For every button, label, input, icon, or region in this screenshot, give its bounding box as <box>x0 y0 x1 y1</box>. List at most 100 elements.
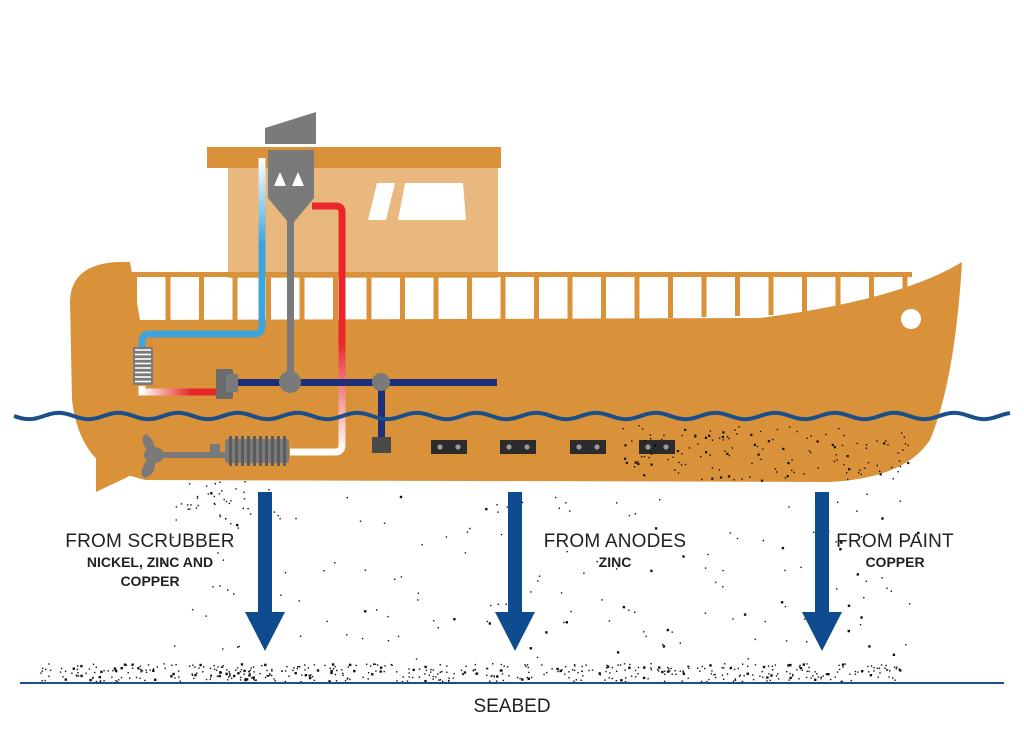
particle <box>854 673 857 675</box>
particle <box>59 671 62 673</box>
particle <box>850 679 852 682</box>
particle <box>615 670 618 672</box>
scrubber-down-arrow <box>245 492 285 651</box>
particle <box>228 502 230 505</box>
window-right <box>398 183 466 220</box>
particle <box>847 629 850 633</box>
particle <box>892 478 894 480</box>
particle <box>848 468 851 471</box>
particle <box>899 465 901 468</box>
particle <box>179 680 181 682</box>
discharge-arrows <box>245 492 842 651</box>
particle <box>800 566 802 569</box>
particle <box>894 679 896 681</box>
cooler-fin <box>271 436 274 466</box>
particle <box>836 501 839 503</box>
particle <box>635 676 637 678</box>
particle <box>608 677 610 679</box>
particle <box>112 670 114 672</box>
particle <box>254 679 256 681</box>
particle <box>425 669 428 671</box>
particle <box>175 519 177 521</box>
particle <box>139 665 141 667</box>
particle <box>711 439 714 441</box>
particle <box>747 665 749 668</box>
particle <box>835 541 837 543</box>
particle <box>249 672 251 675</box>
particle <box>41 680 43 682</box>
heat-exchanger <box>133 347 153 385</box>
particle <box>637 673 639 675</box>
particle <box>865 580 868 582</box>
particle <box>189 508 191 510</box>
particle <box>721 435 724 439</box>
particle <box>374 663 377 665</box>
particle <box>244 481 246 483</box>
particle <box>917 531 920 535</box>
particle <box>193 677 195 679</box>
propeller-blade-top <box>142 434 155 452</box>
particle <box>619 664 622 666</box>
particle <box>88 668 91 670</box>
particle <box>537 580 539 582</box>
particle <box>230 500 232 502</box>
particle <box>649 451 652 453</box>
particle <box>667 666 669 669</box>
particle <box>561 669 563 671</box>
particle <box>162 562 164 564</box>
particle <box>214 483 216 485</box>
propeller-shaft <box>160 452 228 458</box>
particle <box>863 467 866 469</box>
particle <box>637 461 639 463</box>
particle <box>733 479 735 481</box>
particle <box>493 676 495 678</box>
particle <box>237 672 240 675</box>
particle <box>629 663 631 666</box>
particle <box>248 674 251 677</box>
particle <box>820 676 822 678</box>
particle <box>831 443 834 446</box>
particle <box>760 458 762 461</box>
particle <box>726 436 729 438</box>
particle <box>760 479 764 482</box>
particle <box>776 471 778 473</box>
particle <box>225 500 228 503</box>
railing-post <box>735 272 740 316</box>
particle <box>545 631 548 634</box>
particle <box>269 674 271 676</box>
particle <box>266 669 268 672</box>
particle <box>663 680 666 682</box>
particle <box>847 478 849 481</box>
particle <box>568 671 570 673</box>
particle <box>650 668 653 671</box>
particle <box>227 679 229 681</box>
cooler-fin <box>283 436 286 466</box>
particle <box>573 680 575 682</box>
particle <box>249 513 252 515</box>
particle <box>817 676 820 678</box>
particle <box>342 672 344 675</box>
particle <box>634 669 637 672</box>
railing-post <box>299 272 305 320</box>
particle <box>359 520 362 522</box>
spray-nozzle-1 <box>274 172 286 186</box>
particle <box>770 674 773 677</box>
particle <box>220 666 223 668</box>
particle <box>172 672 175 676</box>
particle <box>41 667 44 670</box>
particle <box>156 666 158 668</box>
particle <box>349 678 351 681</box>
particle <box>252 676 255 679</box>
particle <box>397 635 400 638</box>
particle <box>573 664 576 666</box>
particle <box>298 600 300 602</box>
particle <box>732 680 735 682</box>
particle <box>210 674 213 677</box>
particle <box>448 677 450 679</box>
particle <box>342 674 344 676</box>
particle <box>391 664 393 666</box>
particle <box>762 676 764 678</box>
particle <box>833 460 836 463</box>
particle <box>346 634 348 636</box>
particle <box>242 507 244 510</box>
